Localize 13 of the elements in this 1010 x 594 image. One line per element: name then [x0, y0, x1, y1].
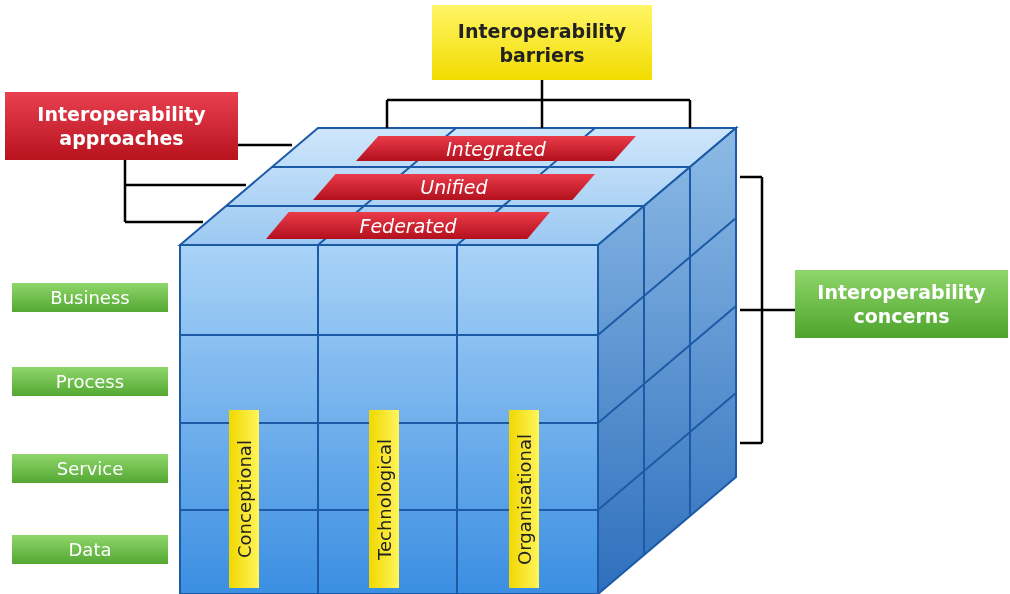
- category-box: Interoperability barriers: [432, 5, 652, 80]
- category-box: Interoperability concerns: [795, 270, 1008, 338]
- concern-tag: Business: [12, 283, 168, 312]
- approach-banner: Integrated: [356, 136, 636, 161]
- concern-tag: Service: [12, 454, 168, 483]
- category-box: Interoperability approaches: [5, 92, 238, 160]
- barrier-tag: Conceptional: [229, 410, 259, 588]
- approach-banner: Unified: [313, 174, 595, 200]
- concern-tag: Data: [12, 535, 168, 564]
- approach-banner: Federated: [266, 212, 550, 239]
- concern-tag: Process: [12, 367, 168, 396]
- barrier-tag: Organisational: [509, 410, 539, 588]
- barrier-tag: Technological: [369, 410, 399, 588]
